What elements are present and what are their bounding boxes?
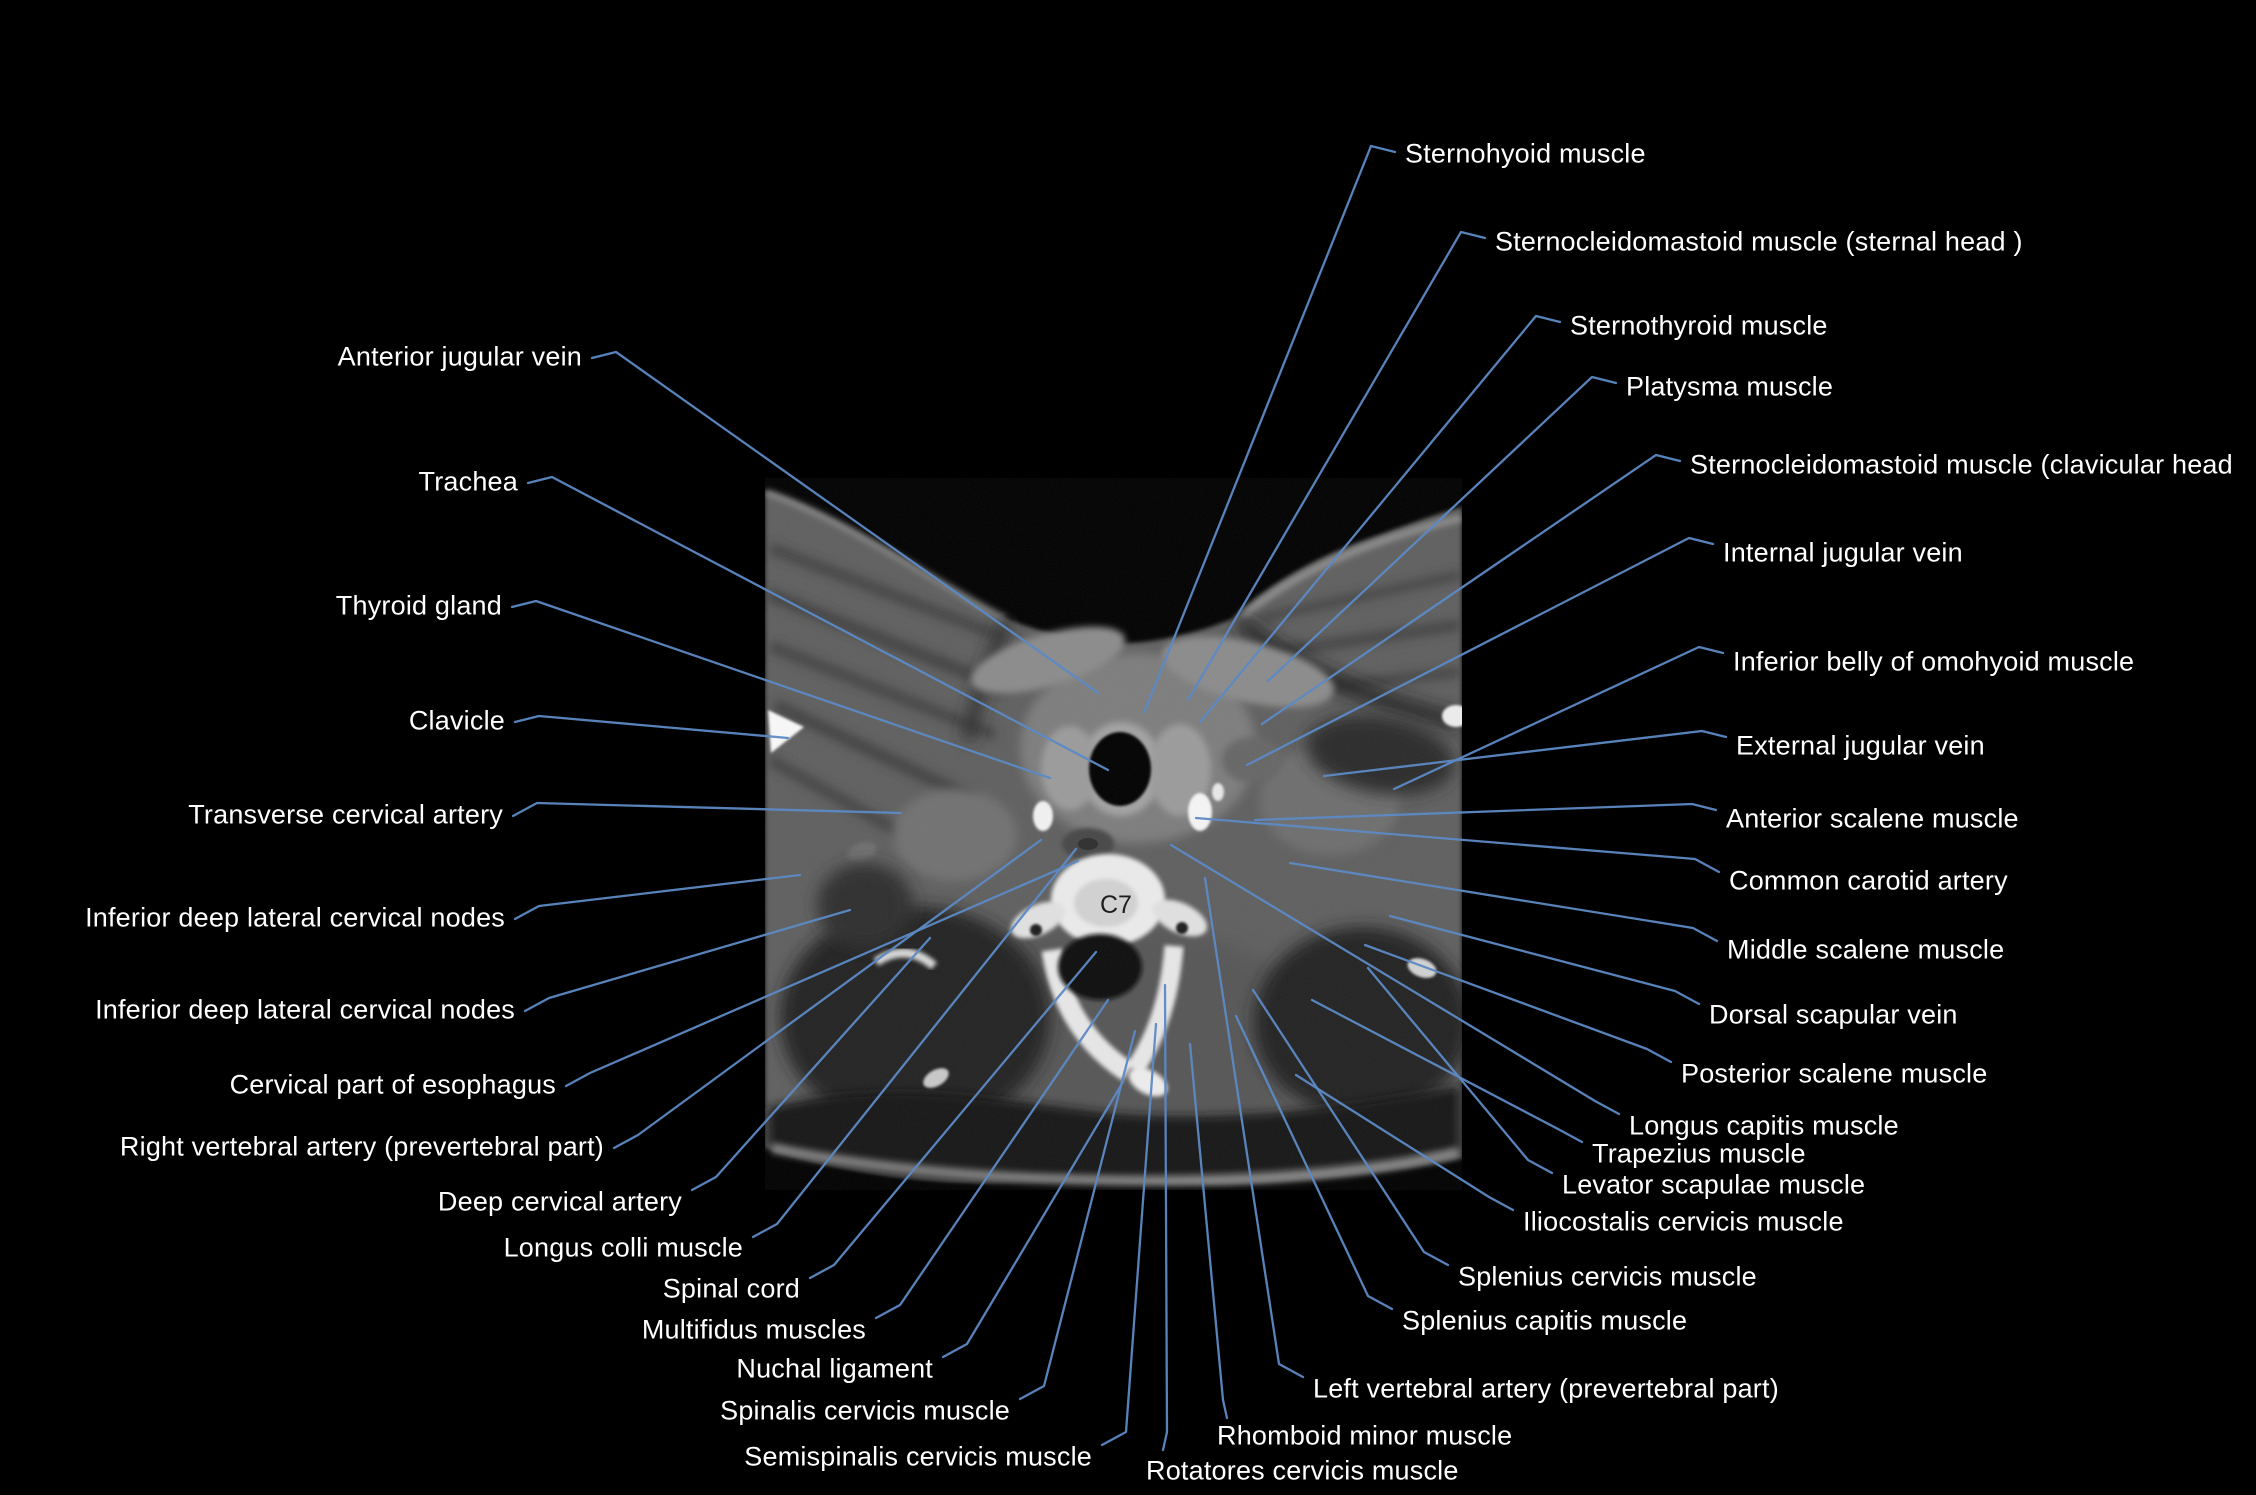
leader-line-21-iliocostalis-cervicis-muscle <box>1294 1073 1515 1212</box>
leader-line-22-levator-scapulae-muscle <box>1366 966 1554 1175</box>
leader-line-9-deep-cervical-artery <box>690 936 932 1192</box>
leader-line-6-inferior-deep-lateral-cervical-nodes <box>523 908 852 1013</box>
leader-line-10-longus-colli-muscle <box>751 847 1078 1239</box>
leader-line-4-transverse-cervical-artery <box>511 801 903 818</box>
leader-line-0-anterior-jugular-vein <box>590 350 1100 695</box>
leader-line-24-longus-capitis-muscle <box>1169 843 1621 1116</box>
leader-line-13-nuchal-ligament <box>941 1080 1125 1359</box>
leader-line-35-sternothyroid-muscle <box>1198 314 1562 724</box>
leader-line-5-inferior-deep-lateral-cervical-nodes <box>513 873 802 921</box>
leader-line-12-multifidus-muscles <box>874 998 1110 1320</box>
leader-line-11-spinal-cord <box>808 950 1098 1280</box>
leader-line-29-anterior-scalene-muscle <box>1253 802 1718 822</box>
leader-line-37-sternohyoid-muscle <box>1142 144 1397 715</box>
leader-line-25-posterior-scalene-muscle <box>1363 943 1673 1064</box>
leader-line-27-middle-scalene-muscle <box>1288 861 1719 943</box>
leader-line-19-splenius-capitis-muscle <box>1234 1014 1394 1311</box>
ct-noise <box>765 478 1462 1190</box>
leader-line-31-inferior-belly-of-omohyoid-muscle <box>1392 645 1725 791</box>
leader-line-8-right-vertebral-artery-prevertebral-part <box>612 838 1043 1150</box>
leader-line-17-rhomboid-minor-muscle <box>1188 1042 1229 1420</box>
leader-line-14-spinalis-cervicis-muscle <box>1018 1029 1137 1401</box>
leader-line-30-external-jugular-vein <box>1322 729 1728 778</box>
leader-lines <box>510 144 1728 1452</box>
leader-line-32-internal-jugular-vein <box>1245 536 1715 767</box>
leader-line-15-semispinalis-cervicis-muscle <box>1100 1022 1158 1447</box>
leader-line-23-trapezius-muscle <box>1310 998 1584 1144</box>
leader-line-16-rotatores-cervicis-muscle <box>1161 983 1169 1452</box>
leader-line-34-platysma-muscle <box>1266 375 1618 683</box>
leader-line-36-sternocleidomastoid-muscle-sternal-head <box>1186 230 1487 702</box>
leader-line-1-trachea <box>526 475 1110 772</box>
leader-line-28-common-carotid-artery <box>1194 816 1721 874</box>
leader-line-2-thyroid-gland <box>510 599 1052 780</box>
leader-line-18-left-vertebral-artery-prevertebral-part <box>1203 876 1305 1379</box>
leader-line-33-sternocleidomastoid-muscle-clavicular-head <box>1260 453 1682 726</box>
leader-line-3-clavicle <box>513 714 790 740</box>
leader-line-20-splenius-cervicis-muscle <box>1251 988 1450 1267</box>
leader-line-26-dorsal-scapular-vein <box>1388 914 1701 1006</box>
vertebra-level-label: C7 <box>1100 891 1132 919</box>
ct-scan-art: C7 <box>765 478 1462 1190</box>
